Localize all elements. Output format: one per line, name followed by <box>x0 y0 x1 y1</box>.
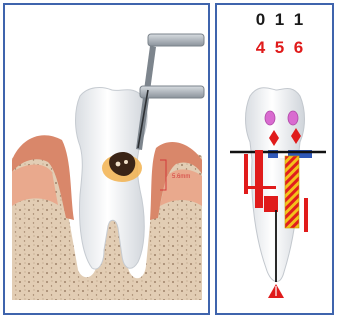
probe-handle-lower <box>140 86 204 98</box>
code-top-2: 1 <box>270 10 289 30</box>
red-bar-left <box>255 150 263 208</box>
red-bar-right <box>304 198 308 232</box>
code-top-3: 1 <box>289 10 308 30</box>
red-crossbar <box>246 186 276 189</box>
caries-spot <box>124 160 128 164</box>
code-bottom-1: 4 <box>251 38 270 58</box>
code-top-1: 0 <box>251 10 270 30</box>
pocket-depth-label: 5.6mm <box>172 174 190 180</box>
probe-handle-upper <box>148 34 204 46</box>
caries-spot <box>116 162 121 167</box>
hatched-probe-column <box>285 156 299 228</box>
pulp-marker-left <box>265 111 275 125</box>
code-bottom-2: 5 <box>270 38 289 58</box>
left-panel <box>4 4 209 314</box>
code-bottom-3: 6 <box>289 38 308 58</box>
red-block <box>264 196 278 212</box>
pulp-marker-right <box>288 111 298 125</box>
